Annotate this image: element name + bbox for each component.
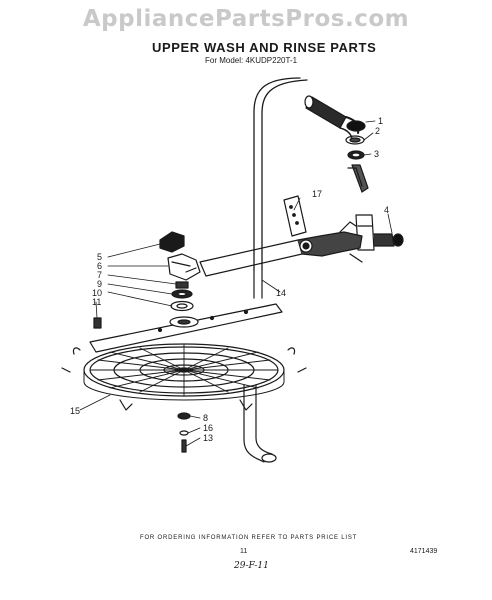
callout-6: 6 bbox=[97, 261, 102, 271]
document-number: 4171439 bbox=[410, 548, 438, 555]
watermark: AppliancePartsPros.com bbox=[82, 6, 410, 32]
upper-spray-arm bbox=[89, 303, 283, 353]
part-15-rack-frame bbox=[61, 343, 307, 411]
handwritten-note: 29-F-11 bbox=[234, 561, 269, 571]
supply-tube bbox=[243, 77, 308, 463]
part-14-feed-tube bbox=[199, 221, 363, 277]
callout-15: 15 bbox=[70, 406, 80, 416]
callout-7: 7 bbox=[97, 270, 102, 280]
callout-8: 8 bbox=[203, 413, 208, 423]
spray-arm-hub bbox=[159, 231, 201, 312]
part-13-screw bbox=[181, 439, 187, 453]
callout-13: 13 bbox=[203, 433, 213, 443]
callout-9: 9 bbox=[97, 279, 102, 289]
callout-labels: 1 2 3 4 5 6 7 9 10 11 17 14 15 8 16 13 bbox=[70, 116, 389, 443]
callout-14: 14 bbox=[276, 288, 286, 298]
page-number: 11 bbox=[240, 548, 248, 555]
part-10-washer bbox=[170, 300, 194, 312]
callout-3: 3 bbox=[374, 149, 379, 159]
callout-2: 2 bbox=[375, 126, 380, 136]
part-8-washer bbox=[177, 412, 191, 420]
part-11-clip bbox=[93, 317, 102, 329]
callout-11: 11 bbox=[92, 297, 101, 307]
lower-fasteners bbox=[177, 412, 191, 453]
part-1-clamp bbox=[346, 120, 366, 132]
part-16-ring bbox=[179, 430, 189, 436]
part-17-bracket bbox=[283, 195, 307, 237]
callout-5: 5 bbox=[97, 252, 102, 262]
part-7-retainer bbox=[175, 281, 189, 289]
model-subtitle: For Model: 4KUDP220T-1 bbox=[205, 56, 298, 65]
mid-tube bbox=[253, 269, 263, 299]
callout-17: 17 bbox=[312, 189, 322, 199]
callout-4: 4 bbox=[384, 205, 389, 215]
upper-spray-tube-assembly bbox=[304, 95, 369, 193]
callout-leaders bbox=[79, 120, 393, 447]
callout-1: 1 bbox=[378, 116, 383, 126]
part-4-fitting bbox=[392, 233, 404, 247]
ordering-note: FOR ORDERING INFORMATION REFER TO PARTS … bbox=[140, 535, 358, 541]
tube-end-fitting bbox=[261, 453, 277, 463]
page-title: UPPER WASH AND RINSE PARTS bbox=[152, 40, 377, 55]
part-5-cap bbox=[159, 231, 185, 253]
callout-10: 10 bbox=[92, 288, 102, 298]
right-manifold bbox=[355, 214, 404, 251]
callout-16: 16 bbox=[203, 423, 213, 433]
